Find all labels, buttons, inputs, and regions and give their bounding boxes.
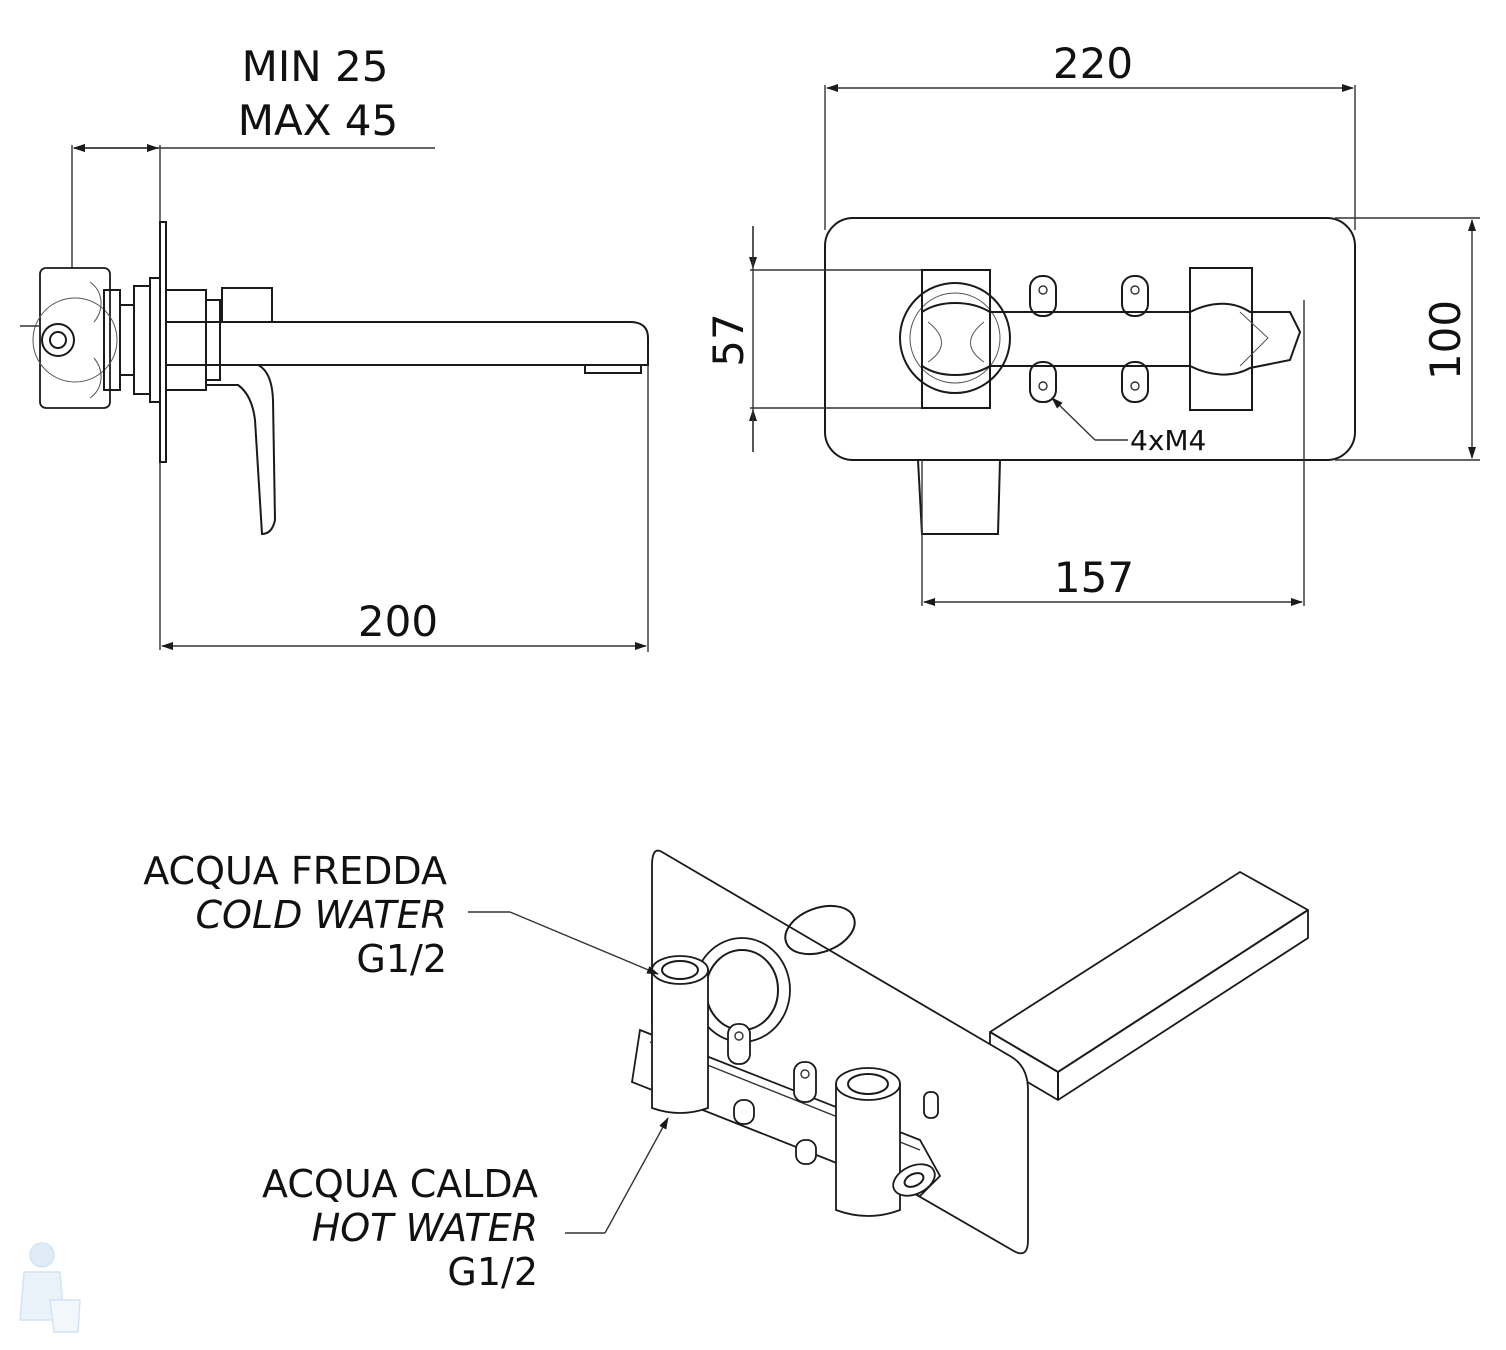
cold-label-en: COLD WATER: [196, 893, 448, 937]
cover-plate: [824, 217, 1356, 461]
plumber-watermark: [19, 1242, 81, 1333]
height-label: 100: [1421, 300, 1470, 380]
iso-valve-body: [631, 955, 942, 1217]
side-spout: [165, 287, 649, 391]
side-lever: [205, 364, 277, 536]
cold-size-label: G1/2: [356, 937, 447, 981]
body-height-label: 57: [704, 313, 753, 366]
body-width-label: 157: [1054, 553, 1134, 602]
front-valve-body: [899, 267, 1302, 411]
hot-label-it: ACQUA CALDA: [262, 1162, 538, 1206]
cold-label-it: ACQUA FREDDA: [143, 849, 447, 893]
length-label: 200: [358, 597, 438, 646]
depth-max-label: MAX 45: [238, 96, 399, 145]
screws-label: 4xM4: [1130, 424, 1206, 457]
depth-min-label: MIN 25: [242, 42, 389, 91]
width-label: 220: [1053, 39, 1133, 88]
front-lever: [916, 459, 1002, 535]
front-view: 220 100 57: [704, 39, 1480, 606]
iso-view: ACQUA FREDDA COLD WATER G1/2 ACQUA CALDA…: [143, 849, 1309, 1294]
hot-size-label: G1/2: [447, 1250, 538, 1294]
iso-spout: [989, 870, 1309, 1102]
side-view: MIN 25 MAX 45: [20, 42, 649, 652]
side-valve-body: [20, 267, 161, 409]
mounting-lugs: [1029, 275, 1149, 403]
hot-label-en: HOT WATER: [312, 1206, 538, 1250]
